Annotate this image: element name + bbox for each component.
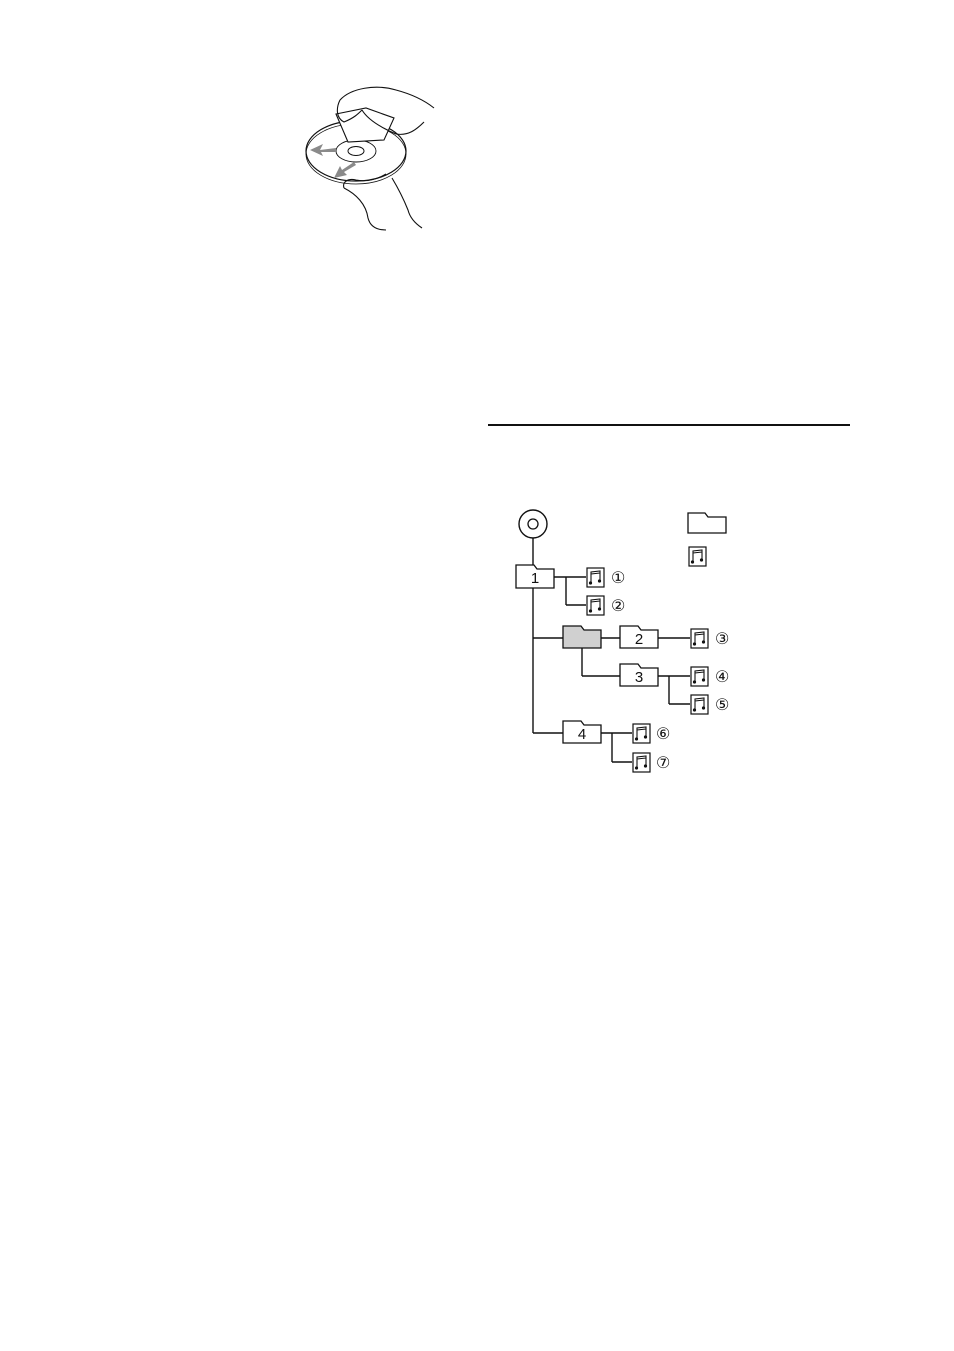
folder-4: 4 — [563, 721, 601, 743]
legend-folder-icon — [688, 513, 726, 533]
track-number-3: ③ — [715, 631, 729, 648]
music-file-icon — [587, 568, 604, 587]
track-number-1: ① — [611, 570, 625, 587]
folder-1: 1 — [516, 565, 554, 588]
folder-2: 2 — [620, 626, 658, 648]
disc-icon — [519, 510, 547, 538]
track-number-5: ⑤ — [715, 697, 729, 714]
music-file-icon — [633, 753, 650, 772]
legend-music-file-icon — [689, 547, 706, 566]
track-number-6: ⑥ — [656, 726, 670, 743]
track-number-2: ② — [611, 598, 625, 615]
music-file-icon — [691, 695, 708, 714]
folder-3-label: 3 — [635, 669, 643, 686]
folder-highlighted — [563, 626, 601, 648]
music-file-icon — [587, 596, 604, 615]
folder-1-label: 1 — [531, 570, 539, 587]
track-number-4: ④ — [715, 669, 729, 686]
folder-3: 3 — [620, 664, 658, 686]
folder-4-label: 4 — [578, 726, 586, 743]
track-number-7: ⑦ — [656, 755, 670, 772]
music-file-icon — [633, 724, 650, 743]
music-file-icon — [691, 667, 708, 686]
folder-2-label: 2 — [635, 631, 643, 648]
music-file-icon — [691, 629, 708, 648]
